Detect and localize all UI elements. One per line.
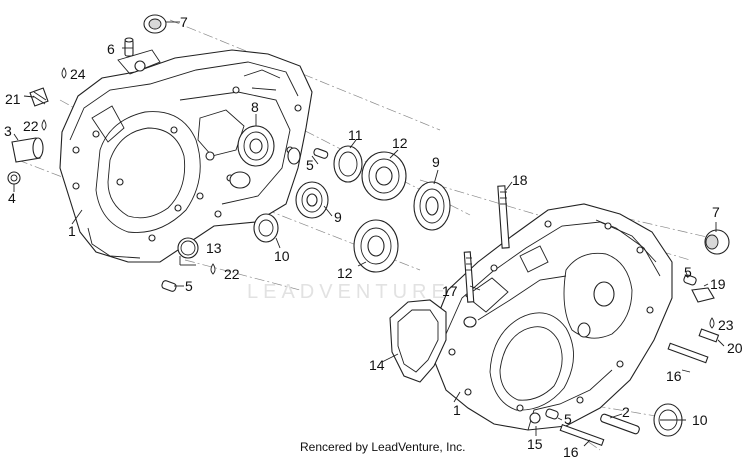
callout-4: 4 [8, 190, 16, 206]
part-19-bracket [691, 287, 715, 303]
callout-9: 9 [334, 209, 342, 225]
callout-8: 8 [251, 99, 259, 115]
part-5-dowels [161, 148, 697, 420]
callout-19: 19 [710, 276, 726, 292]
part-18-stud [497, 185, 510, 249]
callout-11: 11 [348, 127, 363, 143]
callout-21: 21 [5, 91, 21, 107]
callout-1: 1 [453, 402, 461, 418]
callout-23: 23 [718, 317, 734, 333]
callout-10: 10 [274, 248, 290, 264]
callout-3: 3 [4, 123, 12, 139]
callout-14: 14 [369, 357, 385, 373]
part-7-plug-top [143, 14, 167, 34]
part-13-ring [177, 237, 199, 259]
callout-15: 15 [527, 436, 543, 452]
callout-17: 17 [442, 283, 458, 299]
callout-5: 5 [684, 264, 692, 280]
callout-16: 16 [563, 444, 579, 460]
callout-2: 2 [622, 404, 630, 420]
part-3-bushing [11, 137, 44, 163]
callout-7: 7 [180, 14, 188, 30]
callout-18: 18 [512, 172, 528, 188]
callout-1: 1 [68, 223, 76, 239]
part-8-bearing [237, 125, 275, 167]
left-crankcase-half [59, 49, 313, 263]
callout-5: 5 [185, 278, 193, 294]
part-6-pin [124, 37, 134, 57]
part-12-bearing-upper [361, 151, 407, 201]
callout-5: 5 [564, 411, 572, 427]
callout-5: 5 [306, 157, 314, 173]
part-10-seal-left [253, 213, 279, 243]
part-7-plug-right [704, 229, 730, 255]
part-9-bearing-right [413, 181, 451, 231]
part-17-stud [463, 251, 475, 303]
callout-7: 7 [712, 204, 720, 220]
callout-9: 9 [432, 154, 440, 170]
part-9-bearing-left [295, 181, 329, 219]
callout-12: 12 [392, 135, 408, 151]
footer-credit: Rencered by LeadVenture, Inc. [300, 440, 466, 454]
callout-13: 13 [206, 240, 222, 256]
callout-12: 12 [337, 265, 353, 281]
callout-16: 16 [666, 368, 682, 384]
part-15-washer [529, 412, 541, 424]
part-21-fitting [29, 87, 49, 107]
part-4-ring [7, 171, 21, 185]
callout-24: 24 [70, 66, 86, 82]
callout-10: 10 [692, 412, 708, 428]
right-crankcase-half [431, 203, 673, 431]
watermark: LEADVENTURE [247, 281, 450, 303]
part-14-gasket [389, 299, 447, 383]
part-11-seal [333, 145, 363, 183]
part-12-bearing-lower [353, 219, 399, 273]
callout-20: 20 [727, 340, 743, 356]
leader-lines [13, 21, 725, 447]
part-20-bolt [698, 328, 720, 343]
callout-22: 22 [224, 266, 240, 282]
callout-22: 22 [23, 118, 39, 134]
callout-6: 6 [107, 41, 115, 57]
drop-icon [41, 67, 715, 329]
part-2-pin [600, 413, 640, 435]
part-16-bolts [559, 342, 709, 447]
